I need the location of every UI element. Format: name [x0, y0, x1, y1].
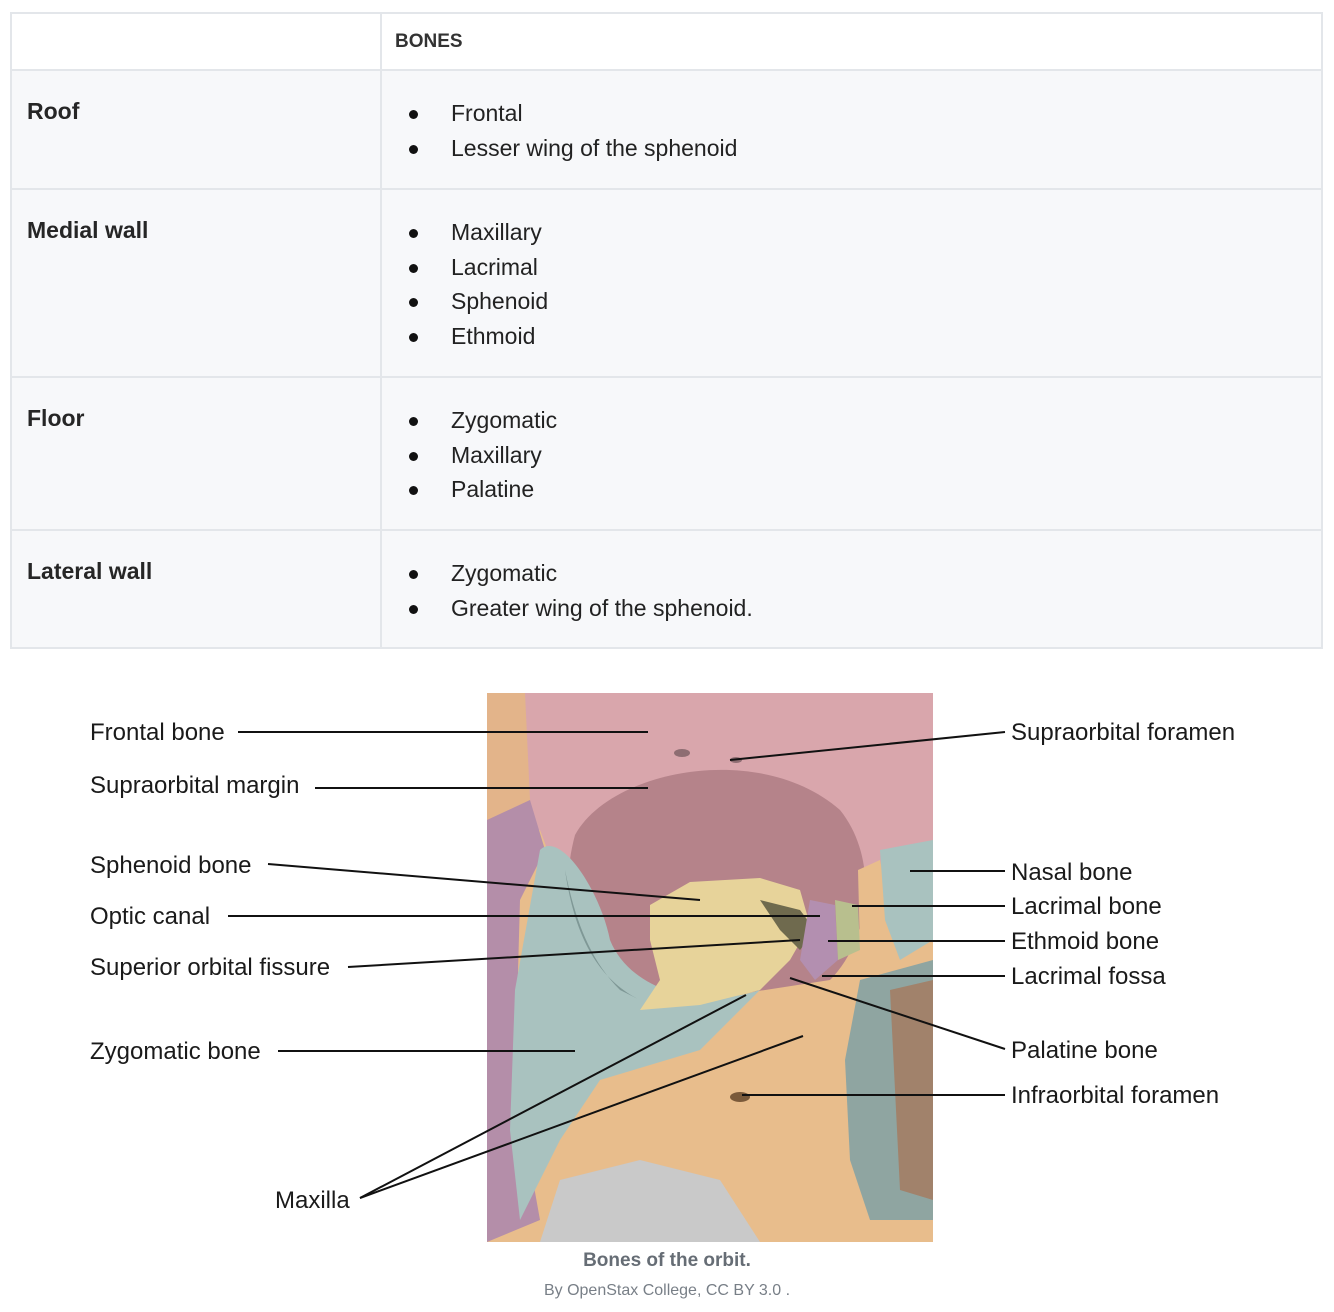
row-label-medial-wall: Medial wall: [27, 217, 149, 243]
row-label-lateral-wall: Lateral wall: [27, 558, 153, 584]
list-item: Greater wing of the sphenoid.: [382, 591, 1321, 626]
list-item: Maxillary: [382, 438, 1321, 473]
leader-superior-orbital-fissure: [347, 939, 801, 968]
label-ethmoid-bone: Ethmoid bone: [1011, 928, 1159, 955]
label-palatine-bone: Palatine bone: [1011, 1037, 1158, 1064]
table-row: Medial wall Maxillary Lacrimal Sphenoid …: [10, 188, 1323, 378]
label-sphenoid-bone: Sphenoid bone: [90, 852, 251, 879]
label-lacrimal-fossa: Lacrimal fossa: [1011, 963, 1166, 990]
temporal-region-shape: [487, 693, 530, 840]
maxilla-frontal-process-shape: [858, 860, 890, 960]
row-label-roof: Roof: [27, 98, 80, 124]
leader-maxilla-1: [359, 994, 747, 1199]
zygomatic-bone-shape: [510, 846, 760, 1220]
right-labels: Supraorbital foramen Nasal bone Lacrimal…: [1011, 719, 1235, 1109]
label-maxilla: Maxilla: [275, 1187, 350, 1214]
orbit-figure: Frontal bone Supraorbital margin Sphenoi…: [0, 660, 1334, 1312]
table-header-row: BONES: [10, 12, 1323, 71]
label-supraorbital-foramen: Supraorbital foramen: [1011, 719, 1235, 746]
frontal-notch-mark: [674, 749, 690, 757]
list-item: Sphenoid: [382, 284, 1321, 319]
list-item: Ethmoid: [382, 319, 1321, 354]
figure-caption-title: Bones of the orbit.: [583, 1250, 751, 1271]
table-row: Floor Zygomatic Maxillary Palatine: [10, 376, 1323, 531]
bones-header: BONES: [395, 31, 463, 52]
label-zygomatic-bone: Zygomatic bone: [90, 1038, 261, 1065]
bone-list: Frontal Lesser wing of the sphenoid: [382, 71, 1321, 165]
list-item: Palatine: [382, 472, 1321, 507]
list-item: Zygomatic: [382, 403, 1321, 438]
orbit-bones-table: BONES Roof Frontal Lesser wing of the sp…: [10, 12, 1323, 649]
list-item: Maxillary: [382, 215, 1321, 250]
bone-list: Zygomatic Greater wing of the sphenoid.: [382, 531, 1321, 625]
list-item: Frontal: [382, 96, 1321, 131]
bone-list: Maxillary Lacrimal Sphenoid Ethmoid: [382, 190, 1321, 353]
label-supraorbital-margin: Supraorbital margin: [90, 772, 299, 799]
ethmoid-bone-shape: [835, 900, 860, 960]
list-item: Zygomatic: [382, 556, 1321, 591]
label-superior-orbital-fissure: Superior orbital fissure: [90, 954, 330, 981]
label-infraorbital-foramen: Infraorbital foramen: [1011, 1082, 1219, 1109]
label-frontal-bone: Frontal bone: [90, 719, 225, 746]
leader-maxilla-2: [359, 1035, 804, 1199]
leader-lines: [228, 731, 1006, 1199]
leader-palatine: [789, 977, 1006, 1050]
header-cell-bones: BONES: [380, 12, 1323, 71]
label-nasal-bone: Nasal bone: [1011, 859, 1132, 886]
figure-caption-credit: By OpenStax College, CC BY 3.0 .: [543, 1282, 791, 1299]
table-row: Lateral wall Zygomatic Greater wing of t…: [10, 529, 1323, 649]
leader-sphenoid: [267, 863, 701, 901]
skull-drawing: [487, 693, 933, 1242]
bone-list: Zygomatic Maxillary Palatine: [382, 378, 1321, 507]
left-labels: Frontal bone Supraorbital margin Sphenoi…: [90, 719, 350, 1214]
header-cell-region: [10, 12, 382, 71]
list-item: Lesser wing of the sphenoid: [382, 131, 1321, 166]
label-lacrimal-bone: Lacrimal bone: [1011, 893, 1162, 920]
row-label-floor: Floor: [27, 405, 85, 431]
label-optic-canal: Optic canal: [90, 903, 210, 930]
teeth-region-shape: [540, 1160, 760, 1242]
nasal-septum-shape: [890, 980, 933, 1200]
optic-canal-shape: [760, 900, 815, 950]
infraorbital-foramen-mark: [730, 1092, 750, 1102]
orbit-illustration: Frontal bone Supraorbital margin Sphenoi…: [90, 693, 1235, 1242]
table-row: Roof Frontal Lesser wing of the sphenoid: [10, 69, 1323, 190]
lacrimal-bone-shape: [800, 900, 838, 980]
leader-supraorbital-foramen: [729, 731, 1006, 761]
list-item: Lacrimal: [382, 250, 1321, 285]
